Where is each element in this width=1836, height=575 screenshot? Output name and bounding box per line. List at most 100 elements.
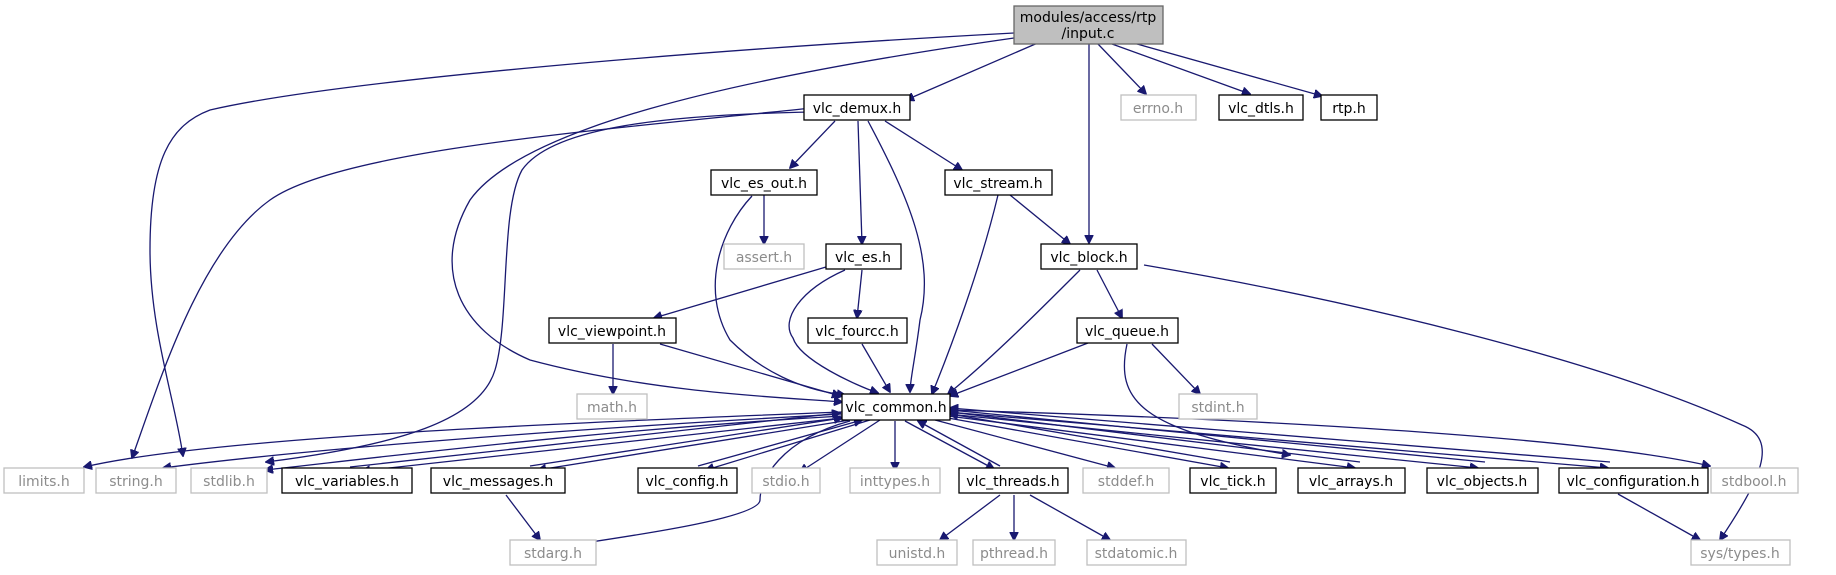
node-rtp-label: rtp.h	[1332, 101, 1365, 117]
root-label-line2: /input.c	[1062, 26, 1115, 42]
node-assert[interactable]: assert.h	[723, 243, 805, 270]
edge-common-stdarg	[552, 420, 851, 548]
node-vlc-es-label: vlc_es.h	[835, 250, 891, 266]
node-vlc-queue-label: vlc_queue.h	[1085, 324, 1169, 340]
node-limits[interactable]: limits.h	[3, 467, 85, 494]
node-vlc-common-label: vlc_common.h	[845, 400, 946, 416]
node-vlc-configuration-label: vlc_configuration.h	[1566, 474, 1699, 490]
node-math-label: math.h	[587, 400, 637, 416]
edge-variables-vlc-common	[349, 413, 840, 468]
edge-common-stdlib	[265, 415, 843, 470]
node-sys-types-label: sys/types.h	[1700, 546, 1779, 562]
edge-root-limits	[149, 32, 1015, 456]
node-inttypes[interactable]: inttypes.h	[849, 467, 941, 494]
node-vlc-stream[interactable]: vlc_stream.h	[944, 169, 1053, 196]
edge-common-vlc-tick	[947, 417, 1228, 468]
node-stdint-label: stdint.h	[1191, 400, 1244, 416]
node-vlc-config-label: vlc_config.h	[645, 474, 728, 490]
node-vlc-tick-label: vlc_tick.h	[1200, 474, 1265, 490]
node-vlc-viewpoint-label: vlc_viewpoint.h	[558, 324, 666, 340]
node-stdlib[interactable]: stdlib.h	[190, 467, 268, 494]
edge-root-vlc-common	[451, 37, 1015, 402]
node-rtp[interactable]: rtp.h	[1320, 94, 1378, 121]
edge-threads-stdatomic	[1029, 494, 1110, 540]
node-vlc-fourcc-label: vlc_fourcc.h	[815, 324, 898, 340]
node-vlc-queue[interactable]: vlc_queue.h	[1076, 317, 1179, 344]
edge-messages-stdarg	[505, 494, 540, 540]
node-root-file[interactable]: modules/access/rtp /input.c	[1013, 5, 1164, 45]
node-stddef-label: stddef.h	[1098, 474, 1154, 490]
edge-block-vlc-queue	[1096, 269, 1122, 318]
edge-demux-vlc-stream	[884, 120, 962, 170]
node-sys-types[interactable]: sys/types.h	[1690, 539, 1791, 566]
node-vlc-viewpoint[interactable]: vlc_viewpoint.h	[548, 317, 677, 344]
edge-viewpoint-vlc-common	[659, 343, 840, 396]
edge-config-vlc-common	[697, 420, 862, 467]
edge-common-limits	[84, 411, 843, 467]
node-stdio[interactable]: stdio.h	[751, 467, 821, 494]
node-vlc-objects[interactable]: vlc_objects.h	[1426, 467, 1539, 494]
edge-root-errno	[1097, 43, 1146, 94]
node-pthread[interactable]: pthread.h	[972, 539, 1056, 566]
node-stdio-label: stdio.h	[762, 474, 809, 490]
edge-queue-vlc-common	[950, 342, 1089, 396]
node-unistd-label: unistd.h	[889, 546, 946, 562]
edge-common-stdbool	[947, 409, 1710, 466]
node-vlc-tick[interactable]: vlc_tick.h	[1189, 467, 1277, 494]
edge-threads-unistd	[940, 494, 1001, 540]
node-string[interactable]: string.h	[95, 467, 177, 494]
edge-es-vlc-common	[788, 269, 878, 393]
node-unistd[interactable]: unistd.h	[876, 539, 958, 566]
edge-root-vlc-dtls	[1111, 43, 1250, 94]
node-vlc-demux-label: vlc_demux.h	[813, 101, 902, 117]
node-errno[interactable]: errno.h	[1120, 94, 1197, 121]
edge-queue-stdint	[1151, 343, 1200, 394]
node-vlc-dtls[interactable]: vlc_dtls.h	[1218, 94, 1304, 121]
node-stdarg[interactable]: stdarg.h	[509, 539, 597, 566]
node-vlc-messages-label: vlc_messages.h	[443, 474, 553, 490]
edge-common-stddef	[934, 419, 1115, 468]
node-vlc-common[interactable]: vlc_common.h	[841, 393, 951, 421]
node-vlc-configuration[interactable]: vlc_configuration.h	[1558, 467, 1709, 494]
node-vlc-es-out[interactable]: vlc_es_out.h	[710, 169, 818, 196]
node-math[interactable]: math.h	[576, 393, 648, 420]
edge-stream-vlc-block	[1009, 194, 1070, 244]
node-inttypes-label: inttypes.h	[860, 474, 930, 490]
node-vlc-dtls-label: vlc_dtls.h	[1228, 101, 1294, 117]
node-stdlib-label: stdlib.h	[203, 474, 255, 490]
node-limits-label: limits.h	[18, 474, 69, 490]
node-vlc-threads[interactable]: vlc_threads.h	[958, 467, 1069, 494]
node-string-label: string.h	[109, 474, 163, 490]
edge-queue-vlc-arrays	[1123, 343, 1290, 455]
node-vlc-fourcc[interactable]: vlc_fourcc.h	[807, 317, 908, 344]
node-vlc-threads-label: vlc_threads.h	[966, 474, 1059, 490]
node-stdbool[interactable]: stdbool.h	[1710, 467, 1799, 494]
edge-common-vlc-variables	[362, 417, 843, 471]
edge-es-vlc-viewpoint	[654, 266, 827, 318]
edge-common-string	[163, 413, 843, 468]
edge-tick-vlc-common	[950, 414, 1231, 463]
node-stdint[interactable]: stdint.h	[1178, 393, 1258, 420]
edge-configuration-sys-types	[1617, 493, 1700, 540]
edge-demux-vlc-es-out	[790, 120, 836, 168]
node-stdatomic[interactable]: stdatomic.h	[1086, 539, 1187, 566]
node-stdatomic-label: stdatomic.h	[1095, 546, 1178, 562]
node-vlc-variables[interactable]: vlc_variables.h	[281, 467, 413, 494]
edge-configuration-vlc-common	[950, 408, 1611, 463]
node-vlc-block[interactable]: vlc_block.h	[1040, 243, 1138, 270]
node-stddef[interactable]: stddef.h	[1082, 467, 1170, 494]
edge-messages-vlc-common	[529, 418, 842, 467]
edge-stream-vlc-common	[932, 194, 999, 394]
node-pthread-label: pthread.h	[980, 546, 1048, 562]
edge-objects-vlc-common	[950, 410, 1486, 463]
node-vlc-messages[interactable]: vlc_messages.h	[430, 467, 566, 494]
node-stdarg-label: stdarg.h	[524, 546, 582, 562]
node-vlc-arrays[interactable]: vlc_arrays.h	[1297, 467, 1406, 494]
edge-root-vlc-demux	[906, 41, 1041, 100]
node-vlc-config[interactable]: vlc_config.h	[637, 467, 738, 494]
edge-es-vlc-fourcc	[857, 269, 863, 318]
node-vlc-es[interactable]: vlc_es.h	[825, 243, 902, 270]
edge-block-vlc-common	[948, 269, 1081, 394]
node-vlc-demux[interactable]: vlc_demux.h	[803, 94, 911, 121]
node-vlc-block-label: vlc_block.h	[1050, 250, 1127, 266]
